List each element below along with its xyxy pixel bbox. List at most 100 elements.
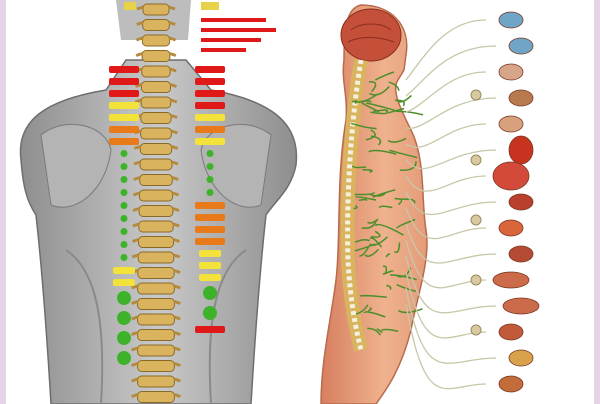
colon-organ	[499, 324, 523, 340]
green-marker	[117, 291, 131, 305]
orange-marker	[195, 126, 225, 133]
vertebra	[140, 159, 172, 170]
orange-marker	[195, 226, 225, 233]
vertebra	[138, 299, 175, 310]
ganglion	[471, 275, 481, 285]
bladder-organ	[509, 350, 533, 366]
green-marker	[117, 351, 131, 365]
green-marker	[207, 150, 214, 157]
green-marker	[117, 311, 131, 325]
green-marker	[121, 215, 128, 222]
green-marker	[203, 306, 217, 320]
vertebra	[140, 175, 173, 186]
ganglion	[471, 215, 481, 225]
vertebra	[141, 128, 172, 139]
orange-marker	[195, 202, 225, 209]
green-marker	[121, 150, 128, 157]
red-marker	[195, 90, 225, 97]
red-marker	[195, 78, 225, 85]
kidney-organ	[509, 246, 533, 262]
green-marker	[121, 189, 128, 196]
vertebra	[139, 190, 172, 201]
vertebra	[141, 97, 171, 108]
reproductive-organ	[499, 376, 523, 392]
vertebra	[140, 144, 171, 155]
yellow-marker	[113, 267, 135, 274]
red-marker	[109, 66, 139, 73]
green-marker	[121, 163, 128, 170]
nerve-path	[406, 46, 496, 96]
nerve-path	[406, 124, 486, 147]
liver-organ	[509, 194, 533, 210]
vertebra	[141, 113, 171, 124]
vertebra	[142, 66, 170, 77]
vertebra	[138, 376, 175, 387]
yellow-marker	[109, 102, 139, 109]
green-marker	[121, 202, 128, 209]
red-marker	[195, 326, 225, 333]
yellow-marker	[195, 138, 225, 145]
yellow-marker	[195, 114, 225, 121]
nerve-path	[406, 304, 486, 389]
red-marker	[109, 78, 139, 85]
green-marker	[121, 176, 128, 183]
orange-marker	[109, 126, 139, 133]
vertebra	[138, 392, 175, 403]
orange-marker	[109, 138, 139, 145]
yellow-marker	[109, 114, 139, 121]
vertebra	[142, 51, 170, 62]
orange-marker	[195, 214, 225, 221]
heart-organ	[509, 136, 533, 164]
vertebra	[138, 330, 175, 341]
green-marker	[207, 189, 214, 196]
vertebra	[139, 237, 174, 248]
vertebra	[139, 206, 173, 217]
intestine-organ	[493, 272, 529, 288]
ear-organ	[499, 64, 523, 80]
illustration	[6, 0, 594, 404]
red-marker	[195, 66, 225, 73]
vertebra	[143, 20, 170, 31]
image-frame	[6, 0, 594, 404]
eye-organ	[499, 12, 523, 28]
nerve-path	[406, 20, 486, 80]
back-view	[20, 0, 296, 404]
vertebra	[138, 361, 175, 372]
vertebra	[138, 345, 175, 356]
intestine-organ	[503, 298, 539, 314]
yellow-marker	[199, 250, 221, 257]
yellow-marker	[199, 262, 221, 269]
vertebra	[138, 252, 174, 263]
eye-organ	[509, 38, 533, 54]
body-silhouette	[321, 5, 427, 404]
orange-marker	[195, 238, 225, 245]
lungs-organ	[493, 162, 529, 190]
yellow-marker	[199, 274, 221, 281]
organ-column	[406, 12, 539, 392]
yellow-marker	[113, 279, 135, 286]
vertebra	[142, 82, 171, 93]
green-marker	[207, 176, 214, 183]
green-marker	[203, 286, 217, 300]
nerve-path	[406, 288, 496, 363]
gland-organ	[499, 116, 523, 132]
ganglion	[471, 155, 481, 165]
ganglion	[471, 325, 481, 335]
vertebra	[138, 314, 175, 325]
ganglion	[471, 90, 481, 100]
green-marker	[121, 228, 128, 235]
green-marker	[121, 254, 128, 261]
side-view	[321, 5, 539, 404]
vertebra	[138, 283, 175, 294]
vertebra	[139, 221, 173, 232]
red-marker	[195, 102, 225, 109]
vertebra	[142, 35, 169, 46]
red-marker	[109, 90, 139, 97]
vertebra	[138, 268, 174, 279]
mouth-organ	[509, 90, 533, 106]
stomach-organ	[499, 220, 523, 236]
green-marker	[207, 163, 214, 170]
brain	[341, 9, 401, 61]
vertebra	[143, 4, 169, 15]
green-marker	[121, 241, 128, 248]
